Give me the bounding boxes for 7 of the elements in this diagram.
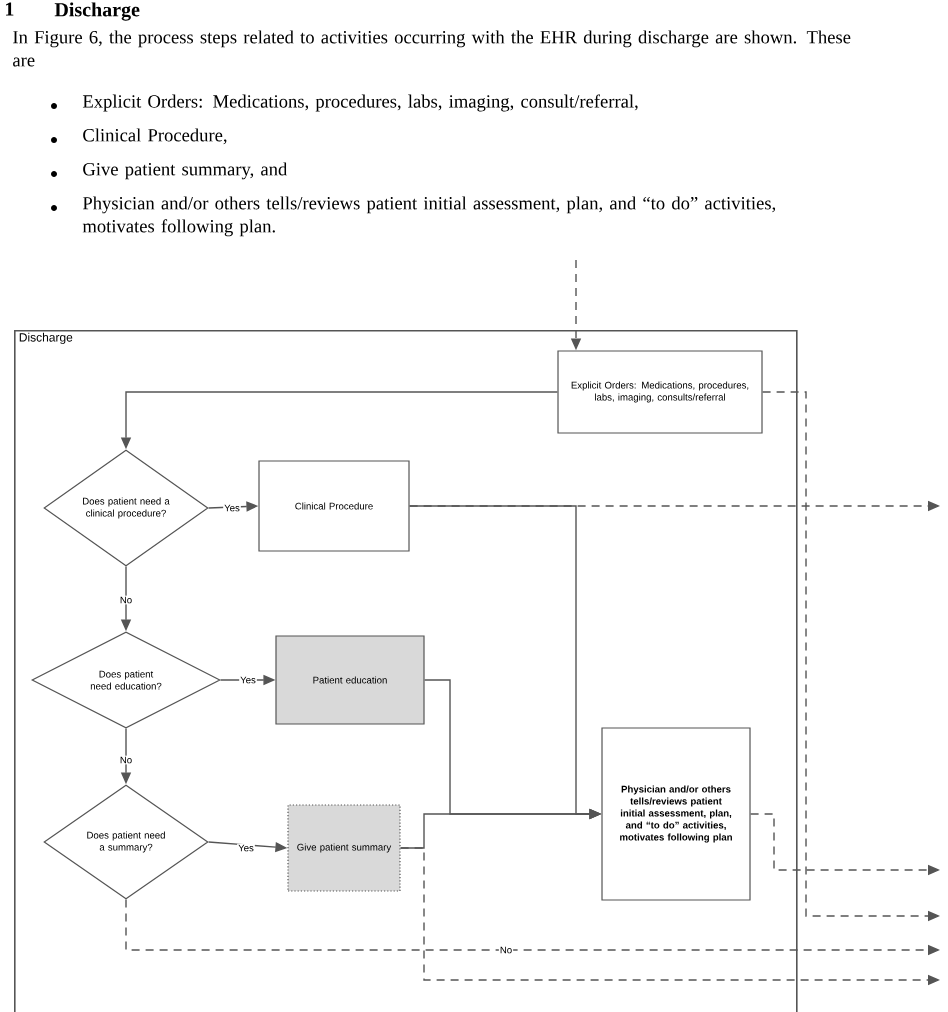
paragraph: In Figure 6, the process steps related to activities occurring with the EHR during discharge are shown. These are (13, 30, 851, 67)
section-heading: Discharge (54, 2, 140, 21)
bullet-text: Explicit Orders: Medications, procedures, labs, imaging, consult/referral, (82, 94, 638, 112)
section-number: 1 (6, 2, 14, 16)
bullet-text: Physician and/or others tells/reviews patient initial assessment, plan, and “to do” activities, motivates following plan. (82, 196, 776, 237)
bullet-text: Clinical Procedure, (83, 128, 227, 145)
bullet-text: Give patient summary, and (83, 162, 288, 180)
